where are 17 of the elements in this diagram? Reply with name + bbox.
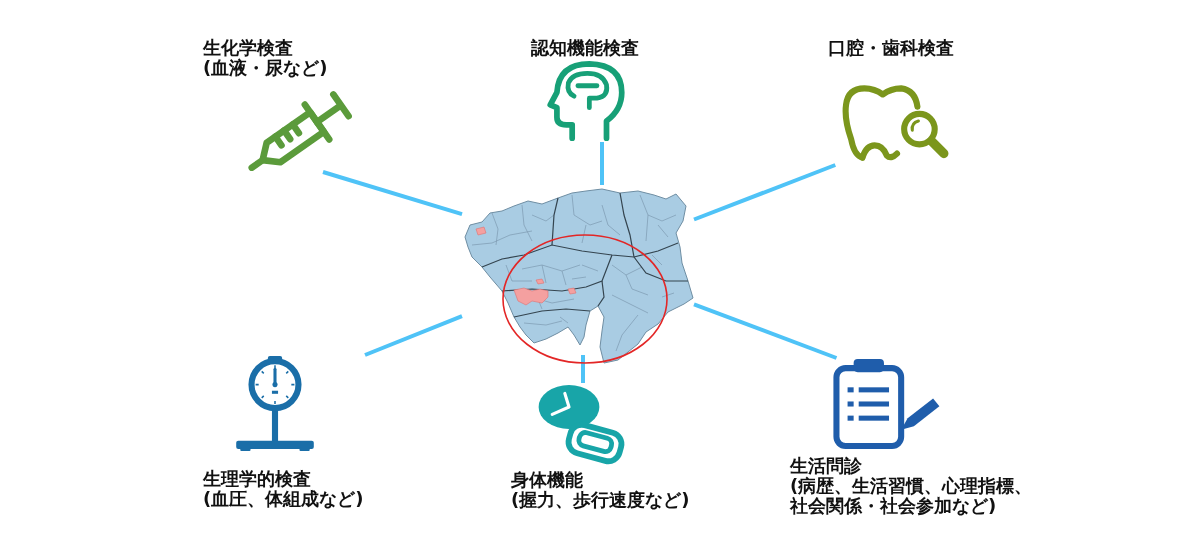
connector-line <box>581 355 585 383</box>
item-heading: 身体機能 <box>511 470 583 490</box>
item-description: (血圧、体組成など) <box>203 489 364 509</box>
map-illustration <box>462 185 694 365</box>
item-heading: 生化学検査 <box>203 38 293 58</box>
item-description: (病歴、生活習慣、心理指標、社会関係・社会参加など) <box>790 476 1034 516</box>
connector-line <box>693 163 837 222</box>
item-description: (握力、歩行速度など) <box>511 490 690 510</box>
item-description: (血液・尿など) <box>203 58 328 78</box>
connector-line <box>600 142 604 185</box>
item-heading: 認知機能検査 <box>531 38 639 58</box>
connector-line <box>693 302 838 360</box>
item-heading: 生活問診 <box>790 456 862 476</box>
connector-line <box>322 170 463 217</box>
item-heading: 生理学的検査 <box>203 469 311 489</box>
item-heading: 口腔・歯科検査 <box>828 38 954 58</box>
connector-line <box>364 314 463 357</box>
